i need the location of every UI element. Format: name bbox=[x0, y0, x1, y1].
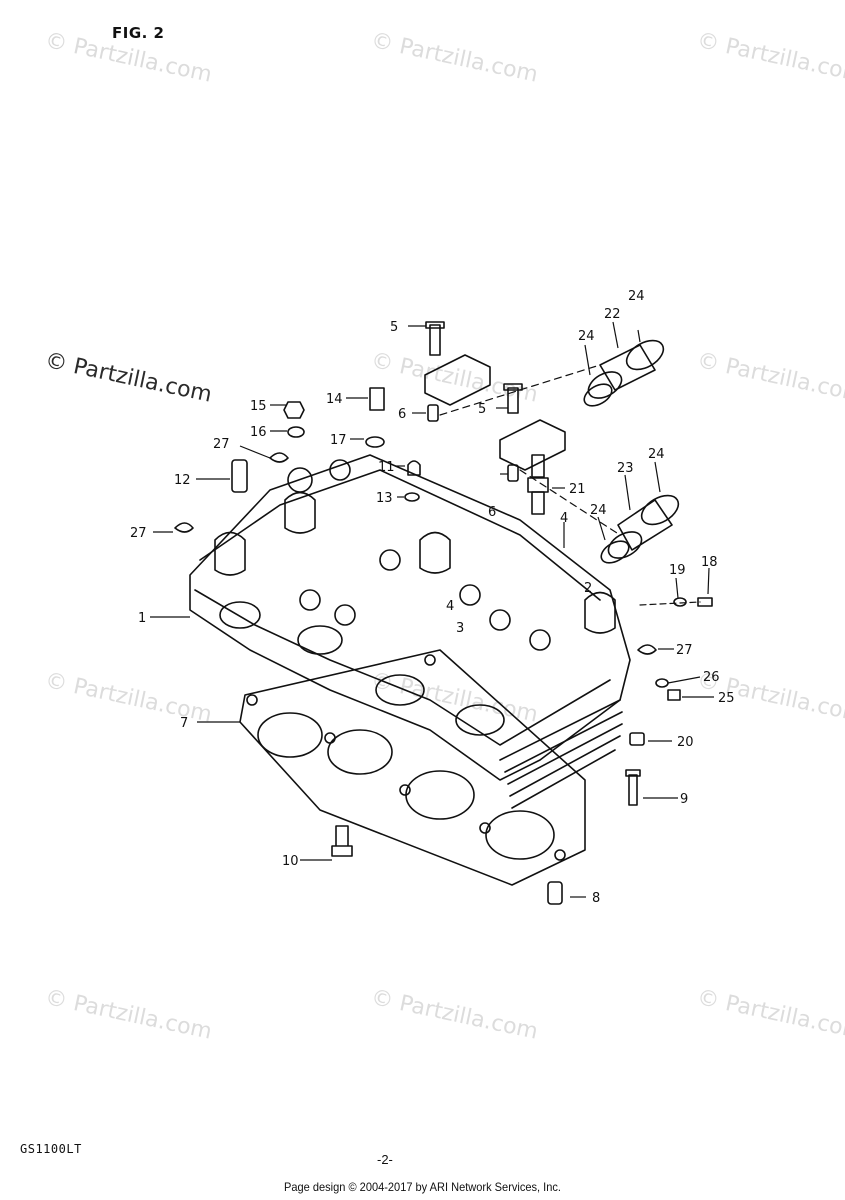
cylinder-head bbox=[189, 454, 631, 809]
cap bbox=[629, 732, 645, 746]
callout-label: 18 bbox=[701, 555, 718, 570]
washer bbox=[287, 426, 305, 438]
callout-label: 4 bbox=[446, 599, 454, 614]
callout-label: 25 bbox=[718, 691, 735, 706]
intake-pipe bbox=[607, 494, 680, 559]
plug bbox=[174, 522, 194, 533]
cap-bolt bbox=[425, 321, 445, 356]
washer bbox=[673, 597, 687, 607]
callout-label: 26 bbox=[703, 670, 720, 685]
callout-label: 27 bbox=[676, 643, 693, 658]
callout-label: 22 bbox=[604, 307, 621, 322]
callout-label: 12 bbox=[174, 473, 191, 488]
callout-label: 14 bbox=[326, 392, 343, 407]
figure-title: FIG. 2 bbox=[112, 24, 165, 42]
callout-label: 3 bbox=[456, 621, 464, 636]
callout-label: 27 bbox=[213, 437, 230, 452]
model-code: GS1100LT bbox=[20, 1142, 82, 1156]
bolt bbox=[667, 689, 681, 701]
bolt bbox=[697, 597, 713, 607]
dowel-pin bbox=[427, 404, 439, 422]
callout-label: 19 bbox=[669, 563, 686, 578]
callout-label: 11 bbox=[378, 460, 395, 475]
callout-label: 21 bbox=[569, 482, 586, 497]
intake-pipe bbox=[587, 339, 665, 399]
callout-label: 23 bbox=[617, 461, 634, 476]
callout-label: 5 bbox=[390, 320, 398, 335]
intake-clamp bbox=[583, 383, 613, 407]
oil-pipe bbox=[231, 459, 248, 493]
callout-label: 10 bbox=[282, 854, 299, 869]
callout-label: 1 bbox=[138, 611, 146, 626]
callout-label: 15 bbox=[250, 399, 267, 414]
plug bbox=[637, 644, 657, 655]
cylinder-head-gasket bbox=[239, 649, 586, 886]
dowel-pin bbox=[547, 881, 563, 905]
washer bbox=[404, 492, 420, 502]
callout-label: 20 bbox=[677, 735, 694, 750]
camshaft-cap bbox=[424, 354, 491, 406]
plug bbox=[269, 452, 289, 463]
o-ring bbox=[365, 436, 385, 448]
callout-label: 9 bbox=[680, 792, 688, 807]
camshaft-cap bbox=[499, 419, 566, 471]
bolt bbox=[625, 769, 641, 806]
callout-label: 24 bbox=[578, 329, 595, 344]
callout-label: 6 bbox=[398, 407, 406, 422]
callout-label: 13 bbox=[376, 491, 393, 506]
spark-plug bbox=[527, 454, 549, 515]
callout-label: 7 bbox=[180, 716, 188, 731]
callout-label: 24 bbox=[628, 289, 645, 304]
callout-label: 6 bbox=[488, 505, 496, 520]
bolt bbox=[331, 825, 353, 857]
callout-label: 24 bbox=[648, 447, 665, 462]
callout-label: 8 bbox=[592, 891, 600, 906]
callout-label: 27 bbox=[130, 526, 147, 541]
callout-label: 17 bbox=[330, 433, 347, 448]
callout-label: 4 bbox=[560, 511, 568, 526]
dowel-pin bbox=[507, 464, 519, 482]
page-number: -2- bbox=[377, 1152, 393, 1167]
callout-label: 24 bbox=[590, 503, 607, 518]
callout-label: 2 bbox=[584, 581, 592, 596]
union-fitting bbox=[369, 387, 385, 411]
cap-nut bbox=[283, 401, 305, 419]
callout-label: 16 bbox=[250, 425, 267, 440]
washer bbox=[655, 678, 669, 688]
cap-bolt bbox=[503, 383, 523, 414]
cap-nut bbox=[407, 460, 421, 476]
copyright-footer: Page design © 2004-2017 by ARI Network S… bbox=[284, 1180, 561, 1194]
intake-clamp bbox=[600, 540, 630, 564]
callout-label: 5 bbox=[478, 402, 486, 417]
